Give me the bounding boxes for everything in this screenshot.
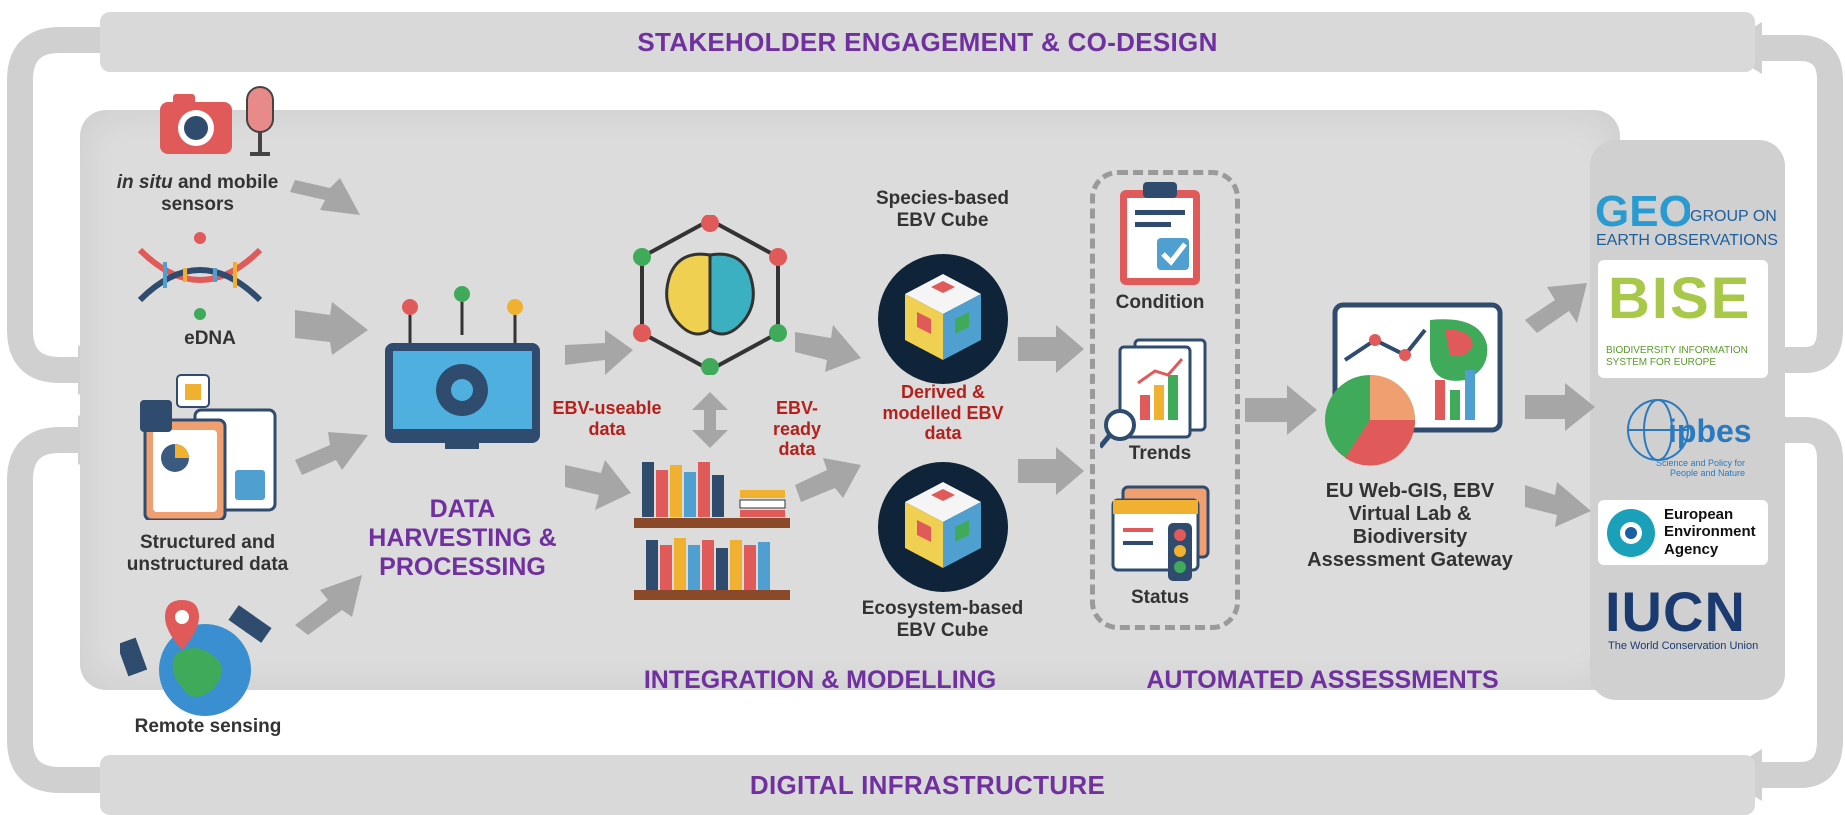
satellite-earth-icon (120, 600, 272, 716)
ipbes-logo-icon: ipbes (1627, 399, 1752, 461)
harvest-arrows (565, 330, 633, 510)
rubik-cube-icon-bottom (905, 482, 981, 568)
insitu-italic: in situ (116, 172, 173, 193)
edna-label: eDNA (184, 328, 236, 349)
ebv-ready-label: EBV-ready data (772, 398, 822, 460)
geo-line1: GROUP ON (1690, 208, 1777, 225)
trends-label: Trends (1128, 443, 1192, 464)
documents-icon (140, 374, 277, 520)
stakeholder-band: STAKEHOLDER ENGAGEMENT & CO-DESIGN (100, 12, 1755, 72)
infrastructure-band-title: DIGITAL INFRASTRUCTURE (749, 769, 1106, 800)
insitu-rest: and mobile sensors (161, 172, 279, 215)
bise-card: BISE BIODIVERSITY INFORMATION SYSTEM FOR… (1598, 260, 1768, 378)
ecosystem-cube-label: Ecosystem-based EBV Cube (861, 598, 1024, 641)
clipboard-check-icon (1120, 182, 1200, 285)
gateway-label: EU Web-GIS, EBV Virtual Lab & Biodiversi… (1307, 480, 1513, 571)
status-window-icon (1111, 485, 1210, 581)
ebv-useable-label: EBV-useable data (552, 398, 662, 439)
infrastructure-band: DIGITAL INFRASTRUCTURE (100, 755, 1755, 815)
cube-to-assessment-arrows (1018, 325, 1084, 495)
species-cube-label: Species-based EBV Cube (875, 188, 1010, 231)
camera-microphone-icon (160, 86, 274, 156)
trends-report-icon (1100, 338, 1207, 449)
ipbes-logo-text: ipbes (1668, 413, 1752, 449)
geo-logo-text: GEO (1595, 190, 1690, 232)
status-label: Status (1130, 587, 1190, 608)
integration-arrows (795, 325, 861, 502)
rubik-cube-icon-top (905, 274, 981, 360)
structured-label: Structured and unstructured data (126, 532, 289, 575)
dna-icon (137, 232, 263, 320)
gateway-to-org-arrows (1525, 283, 1595, 527)
organisations-panel (1590, 140, 1785, 700)
ai-brain-icon (633, 215, 787, 375)
bise-logo: BISE (1608, 266, 1752, 331)
condition-label: Condition (1115, 292, 1205, 313)
remote-sensing-label: Remote sensing (134, 716, 282, 737)
bookshelf-icon (634, 462, 790, 600)
geo-line2: EARTH OBSERVATIONS (1596, 232, 1778, 249)
stakeholder-band-title: STAKEHOLDER ENGAGEMENT & CO-DESIGN (637, 26, 1218, 57)
ipbes-sub: Science and Policy for People and Nature (1655, 458, 1745, 479)
iucn-logo: IUCN (1605, 580, 1746, 643)
assessments-title: AUTOMATED ASSESSMENTS (1146, 666, 1499, 694)
integration-title: INTEGRATION & MODELLING (643, 666, 997, 694)
bise-sub: BIODIVERSITY INFORMATION SYSTEM FOR EURO… (1606, 345, 1748, 368)
harvesting-title: DATA HARVESTING & PROCESSING (368, 495, 557, 581)
derived-label: Derived & modelled EBV data (882, 382, 1004, 444)
input-arrows (290, 178, 368, 635)
eea-logo-icon (1607, 509, 1655, 557)
geo-logo-icon: GEO (1595, 190, 1690, 232)
eea-text: European Environment Agency (1664, 506, 1756, 558)
eea-card: European Environment Agency (1598, 500, 1768, 565)
iucn-sub: The World Conservation Union (1608, 640, 1759, 652)
assessment-to-gateway-arrow (1245, 385, 1317, 435)
insitu-label: in situ and mobile sensors (90, 172, 305, 216)
dashboard-analytics-icon (1325, 302, 1503, 466)
computer-gear-icon (385, 286, 540, 449)
assessments-box (1090, 170, 1240, 630)
double-arrow-vertical (692, 392, 728, 448)
